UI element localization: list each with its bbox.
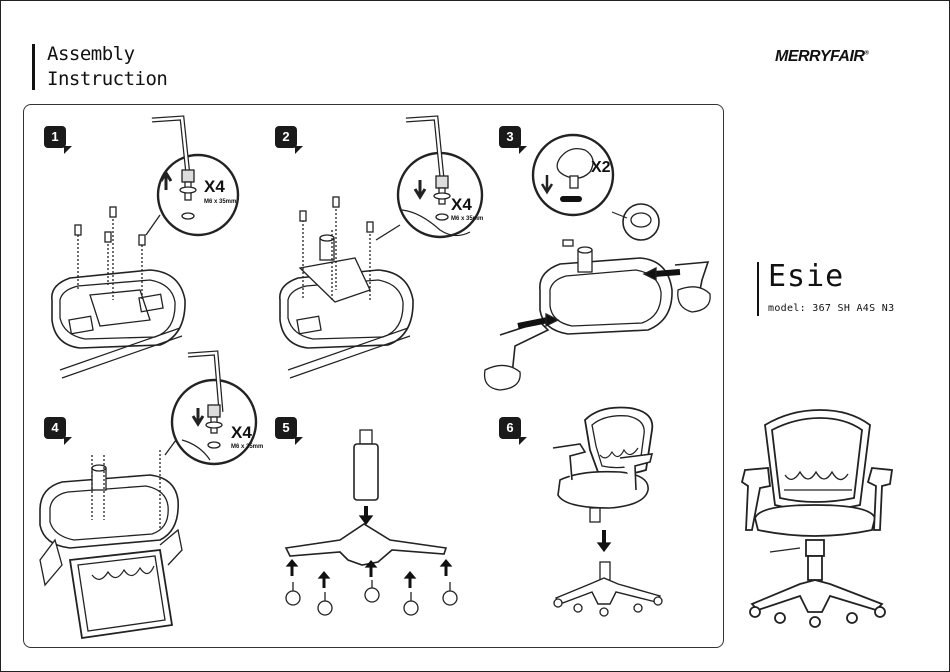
step-4-illustration: X4 M6 x 35mm bbox=[39, 350, 263, 640]
step-1-quantity: X4 bbox=[204, 177, 225, 196]
chair-product-drawing bbox=[740, 409, 894, 628]
title-line-1: Assembly bbox=[47, 43, 135, 65]
model-accent-bar bbox=[757, 262, 759, 316]
step-5-illustration bbox=[284, 429, 458, 616]
step-4-badge: 4 bbox=[44, 417, 66, 439]
steps-panel bbox=[23, 104, 724, 648]
brand-registered-mark: ® bbox=[864, 50, 869, 57]
step-2-illustration: X4 M6 x 35mm bbox=[279, 115, 483, 379]
step-3-illustration: X2 bbox=[483, 133, 711, 391]
step-6-illustration bbox=[552, 406, 663, 617]
step-2-screw-spec: M6 x 35mm bbox=[451, 216, 483, 222]
page-title: Assembly Instruction bbox=[47, 42, 168, 92]
brand-name: MERRYFAIR bbox=[775, 48, 865, 65]
step-4-quantity: X4 bbox=[231, 423, 252, 442]
step-2-badge: 2 bbox=[275, 126, 297, 148]
step-3-badge: 3 bbox=[499, 126, 521, 148]
brand-logo: MERRYFAIR® bbox=[775, 48, 869, 66]
step-3-quantity: X2 bbox=[591, 159, 611, 176]
product-name: Esie bbox=[768, 259, 845, 294]
step-5-badge: 5 bbox=[275, 417, 297, 439]
step-4-screw-spec: M6 x 35mm bbox=[231, 444, 263, 450]
step-6-badge: 6 bbox=[499, 417, 521, 439]
step-1-illustration: X4 M6 x 35mm bbox=[51, 115, 240, 379]
product-model-code: model: 367 SH A4S N3 bbox=[768, 303, 895, 314]
step-2-quantity: X4 bbox=[451, 195, 472, 214]
title-line-2: Instruction bbox=[47, 68, 168, 90]
step-1-screw-spec: M6 x 35mm bbox=[204, 199, 236, 205]
title-accent-bar bbox=[32, 44, 35, 90]
step-1-badge: 1 bbox=[44, 126, 66, 148]
